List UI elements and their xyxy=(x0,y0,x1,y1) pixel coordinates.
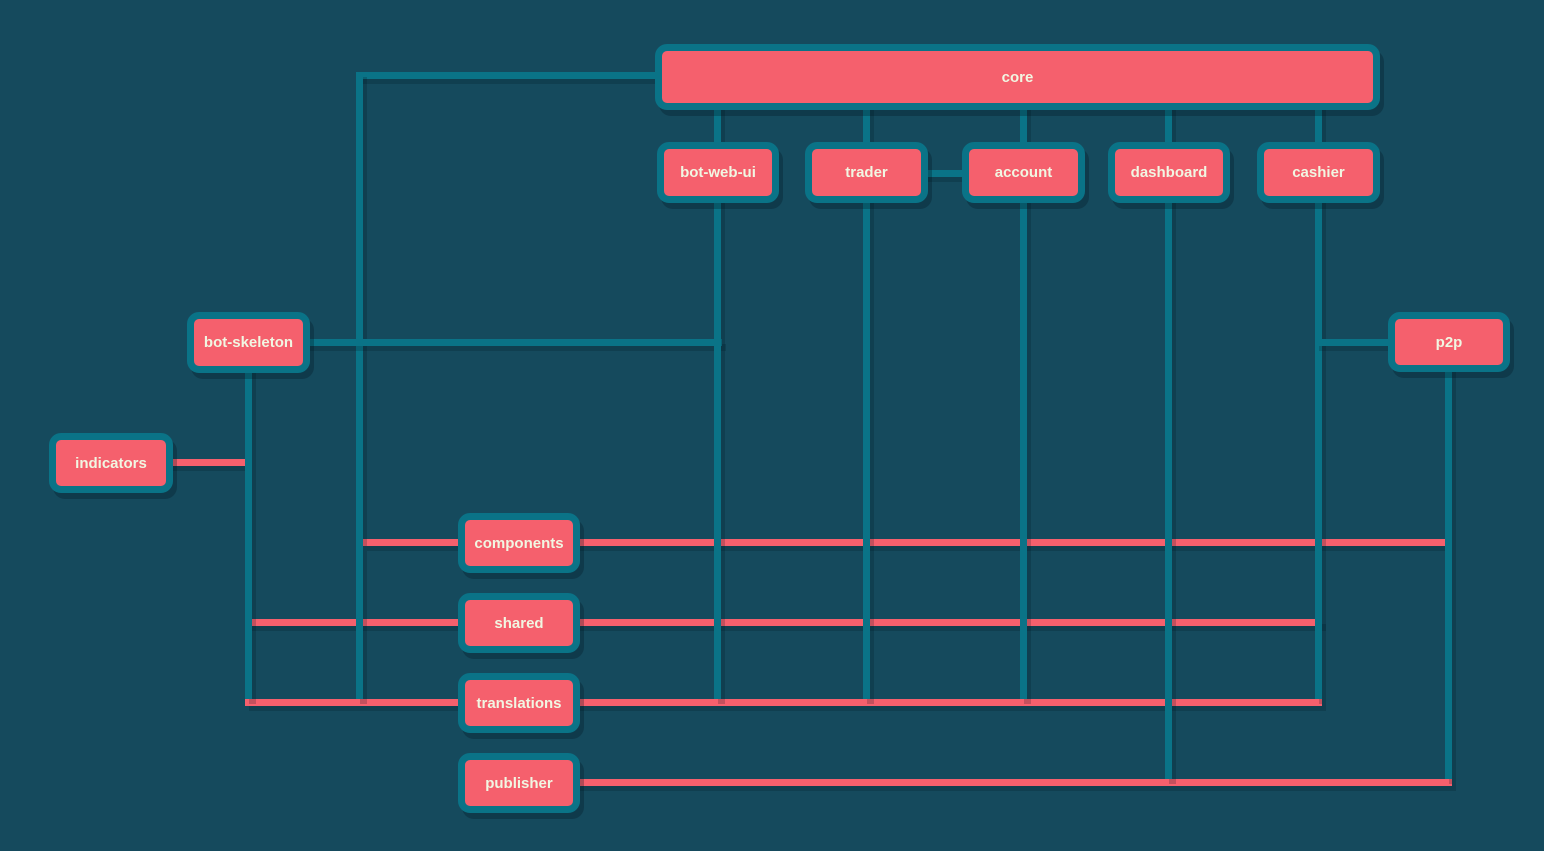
edge-trader-account xyxy=(924,170,966,177)
node-translations[interactable]: translations xyxy=(458,673,580,733)
edge-cashier-down xyxy=(1315,198,1322,699)
node-p2p[interactable]: p2p xyxy=(1388,312,1510,372)
node-trader[interactable]: trader xyxy=(805,142,928,203)
node-indicators[interactable]: indicators xyxy=(49,433,173,493)
edge-cashier-p2p xyxy=(1315,339,1395,346)
edge-p2p-down xyxy=(1445,366,1452,779)
edge-core-dashboard xyxy=(1165,105,1172,147)
edge-bot-skeleton-down xyxy=(245,366,252,699)
edge-dashboard-down xyxy=(1165,198,1172,779)
edge-shared-link xyxy=(245,619,1322,626)
node-publisher[interactable]: publisher xyxy=(458,753,580,813)
edge-core-bot-web-ui xyxy=(714,105,721,147)
edge-spine-vertical xyxy=(356,72,363,699)
edge-components-link xyxy=(363,539,1445,546)
edge-publisher-link xyxy=(576,779,1452,786)
node-core[interactable]: core xyxy=(655,44,1380,110)
edge-trader-down xyxy=(863,198,870,699)
edge-indicators-bot-skeleton xyxy=(168,459,245,466)
node-dashboard[interactable]: dashboard xyxy=(1108,142,1230,203)
edge-core-cashier xyxy=(1315,105,1322,147)
edge-core-account xyxy=(1020,105,1027,147)
node-shared[interactable]: shared xyxy=(458,593,580,653)
edge-account-down xyxy=(1020,198,1027,699)
edge-bot-web-ui-down xyxy=(714,198,721,699)
edge-translations-link xyxy=(245,699,1322,706)
edge-bot-skeleton-bot-web-ui xyxy=(300,339,722,346)
node-components[interactable]: components xyxy=(458,513,580,573)
edge-spine-to-core xyxy=(356,72,662,79)
node-bot-skeleton[interactable]: bot-skeleton xyxy=(187,312,310,373)
edge-core-trader xyxy=(863,105,870,147)
node-bot-web-ui[interactable]: bot-web-ui xyxy=(657,142,779,203)
node-account[interactable]: account xyxy=(962,142,1085,203)
node-cashier[interactable]: cashier xyxy=(1257,142,1380,203)
